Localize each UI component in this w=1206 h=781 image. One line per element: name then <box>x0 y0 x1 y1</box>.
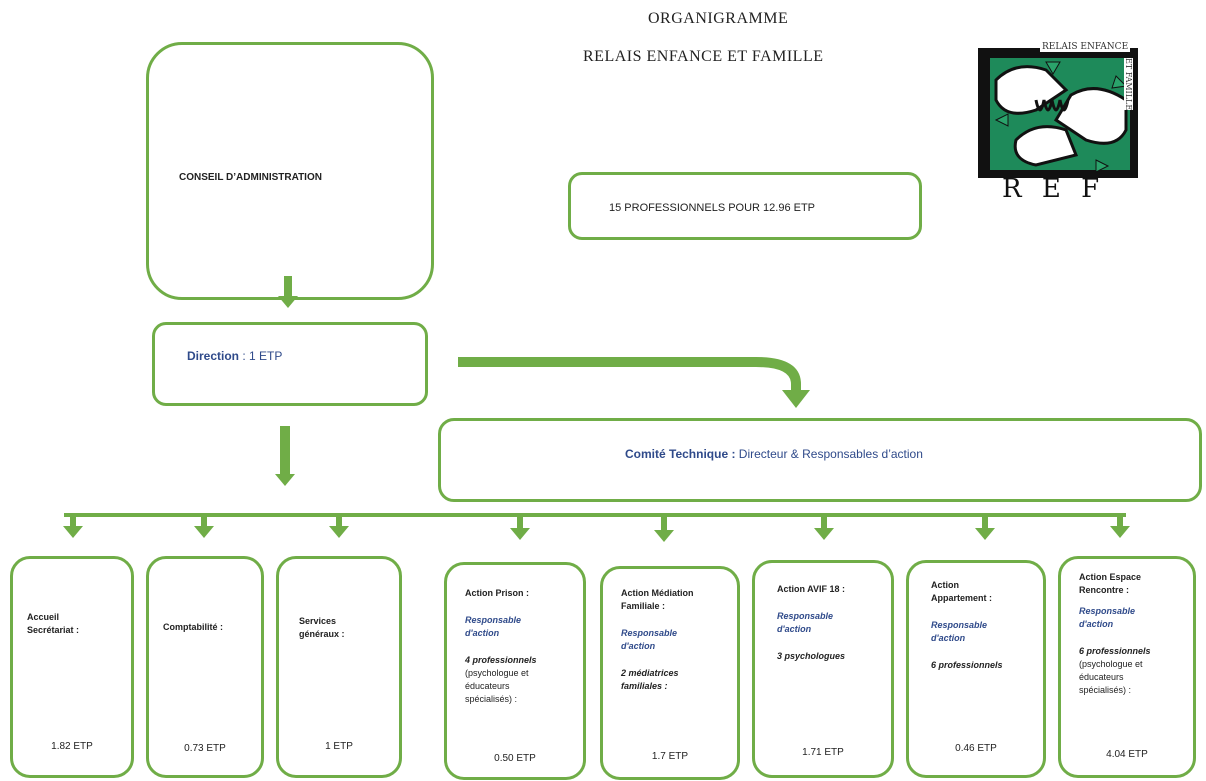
distribution-line <box>64 513 1126 517</box>
arrow-shaft <box>982 516 988 530</box>
service-card-generaux: Services généraux : 1 ETP <box>276 556 402 778</box>
service-etp: 1.82 ETP <box>51 741 93 752</box>
action-card-prison: Action Prison : Responsable d'action 4 p… <box>444 562 586 780</box>
comite-label-rest: Directeur & Responsables d’action <box>735 447 923 461</box>
ref-logo: RELAIS ENFANCE ET FAMILLE R E F <box>976 40 1156 205</box>
arrow-down-icon <box>63 526 83 538</box>
summary-box: 15 PROFESSIONNELS POUR 12.96 ETP <box>568 172 922 240</box>
service-title: Comptabilité : <box>163 622 223 632</box>
logo-caption-side: ET FAMILLE <box>1124 58 1133 111</box>
arrow-down-icon <box>194 526 214 538</box>
service-etp: 1 ETP <box>325 741 353 752</box>
arrow-shaft <box>201 516 207 528</box>
action-staff-rest: (psychologue et éducateurs spécialisés) … <box>465 668 529 705</box>
action-etp: 4.04 ETP <box>1106 749 1148 760</box>
action-content: Action Prison : Responsable d'action 4 p… <box>465 587 575 706</box>
arrow-shaft <box>1117 516 1123 530</box>
action-content: Action Médiation Familiale : Responsable… <box>621 587 731 693</box>
action-responsable: Responsable d'action <box>1079 606 1136 630</box>
action-staff-bold: 3 psychologues <box>777 651 846 662</box>
comite-label: Comité Technique : Directeur & Responsab… <box>625 447 923 461</box>
direction-label-rest: : 1 ETP <box>239 349 283 363</box>
direction-label: Direction : 1 ETP <box>187 349 282 363</box>
arrow-down-icon <box>278 296 298 308</box>
action-etp: 0.50 ETP <box>494 753 536 764</box>
curved-arrow-icon <box>456 356 826 416</box>
action-title: Action Médiation Familiale : <box>621 588 694 612</box>
logo-hands-icon <box>978 48 1138 178</box>
conseil-label: CONSEIL D’ADMINISTRATION <box>179 172 322 183</box>
action-card-avif: Action AVIF 18 : Responsable d'action 3 … <box>752 560 894 778</box>
logo-letters: R E F <box>1002 174 1106 204</box>
service-card-comptabilite: Comptabilité : 0.73 ETP <box>146 556 264 778</box>
action-content: Action Appartement : Responsable d'actio… <box>931 579 1031 672</box>
action-staff-bold: 6 professionnels <box>1079 646 1151 657</box>
action-staff-rest: (psychologue et éducateurs spécialisés) … <box>1079 659 1143 696</box>
action-staff-bold: 2 médiatrices familiales : <box>621 668 679 692</box>
arrow-down-icon <box>814 528 834 540</box>
action-title: Action Appartement : <box>931 580 993 604</box>
arrow-shaft <box>70 516 76 528</box>
summary-label: 15 PROFESSIONNELS POUR 12.96 ETP <box>609 202 816 214</box>
action-etp: 1.7 ETP <box>651 751 689 762</box>
action-responsable: Responsable d'action <box>621 628 678 652</box>
arrow-down-icon <box>654 530 674 542</box>
action-card-espace-rencontre: Action Espace Rencontre : Responsable d'… <box>1058 556 1196 778</box>
direction-label-bold: Direction <box>187 349 240 363</box>
arrow-down-icon <box>510 528 530 540</box>
action-card-mediation: Action Médiation Familiale : Responsable… <box>600 566 740 780</box>
arrow-shaft <box>517 516 523 530</box>
service-title: Accueil Secrétariat : <box>27 612 80 636</box>
arrow-down-icon <box>1110 526 1130 538</box>
action-etp: 0.46 ETP <box>955 743 997 754</box>
arrow-shaft <box>336 516 342 528</box>
arrow-shaft <box>284 276 292 296</box>
arrow-down-icon <box>975 528 995 540</box>
action-responsable: Responsable d'action <box>931 620 988 644</box>
page-subtitle: RELAIS ENFANCE ET FAMILLE <box>583 48 824 65</box>
action-title: Action Prison : <box>465 588 530 598</box>
service-etp: 0.73 ETP <box>184 743 226 754</box>
action-content: Action Espace Rencontre : Responsable d'… <box>1079 571 1179 697</box>
action-etp: 1.71 ETP <box>802 747 844 758</box>
arrow-shaft <box>661 516 667 530</box>
arrow-shaft <box>280 426 290 476</box>
action-staff-bold: 4 professionnels <box>465 655 537 666</box>
direction-box: Direction : 1 ETP <box>152 322 428 406</box>
conseil-box: CONSEIL D’ADMINISTRATION <box>146 42 434 300</box>
action-content: Action AVIF 18 : Responsable d'action 3 … <box>777 583 887 663</box>
arrow-shaft <box>821 516 827 530</box>
service-title: Services généraux : <box>299 616 345 640</box>
action-title: Action Espace Rencontre : <box>1079 572 1142 596</box>
action-title: Action AVIF 18 : <box>777 584 846 594</box>
action-responsable: Responsable d'action <box>465 615 522 639</box>
comite-label-bold: Comité Technique : <box>625 447 736 461</box>
arrow-down-icon <box>275 474 295 486</box>
logo-caption-top: RELAIS ENFANCE <box>1040 42 1131 52</box>
arrow-down-icon <box>329 526 349 538</box>
page-title: ORGANIGRAMME <box>648 10 789 27</box>
comite-box: Comité Technique : Directeur & Responsab… <box>438 418 1202 502</box>
action-card-appartement: Action Appartement : Responsable d'actio… <box>906 560 1046 778</box>
service-card-accueil: Accueil Secrétariat : 1.82 ETP <box>10 556 134 778</box>
action-staff-bold: 6 professionnels <box>931 660 1003 671</box>
action-responsable: Responsable d'action <box>777 611 834 635</box>
